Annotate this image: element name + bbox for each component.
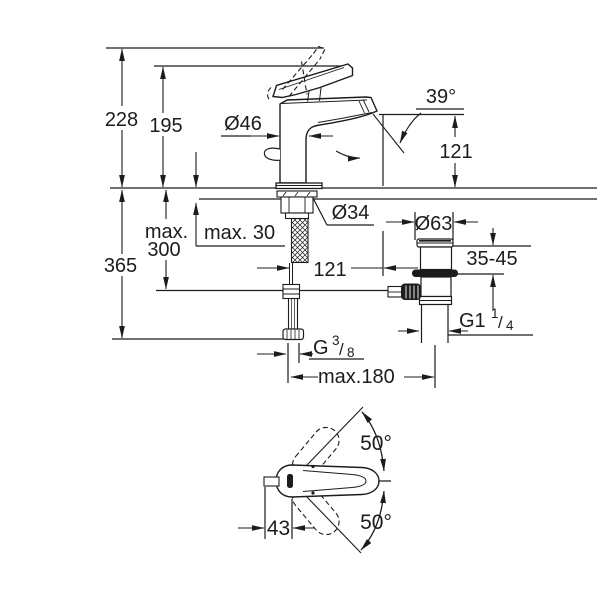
svg-text:8: 8: [347, 345, 355, 360]
svg-text:1: 1: [491, 306, 499, 321]
label-range-35-45: 35-45: [466, 248, 517, 270]
label-angle-39: 39°: [426, 86, 456, 108]
label-swing-up-50: 50°: [360, 432, 392, 455]
dimension-labels: 228 195 365 max. 300 max. 30 Ø46 Ø34 Ø63…: [104, 86, 518, 540]
label-spout-reach-121: 121: [313, 259, 346, 281]
handle-raised-dashed: [267, 45, 326, 101]
svg-text:G: G: [313, 337, 329, 359]
label-rod-max-line2: 300: [147, 239, 180, 261]
label-offset-43: 43: [267, 517, 290, 540]
faucet-front-view: [263, 45, 378, 341]
label-max-180: max.180: [318, 366, 395, 388]
popup-knob: [263, 147, 281, 161]
svg-text:G1: G1: [459, 310, 486, 332]
faucet-handle: [272, 63, 354, 99]
label-dia-46: Ø46: [224, 113, 262, 135]
label-backgrounds: [102, 106, 475, 276]
svg-text:4: 4: [506, 318, 514, 333]
label-height-195: 195: [149, 115, 182, 137]
dimension-lines: [119, 48, 496, 554]
label-thread-g38: G 3 / 8: [313, 333, 355, 360]
svg-text:3: 3: [332, 333, 340, 348]
svg-text:/: /: [339, 340, 344, 359]
label-height-228: 228: [105, 109, 138, 131]
handle-top-view: [263, 426, 380, 536]
label-spout-height-121: 121: [439, 141, 472, 163]
label-counter-max30: max. 30: [204, 222, 275, 244]
label-swing-down-50: 50°: [360, 511, 392, 534]
label-dia-34: Ø34: [332, 202, 370, 224]
label-dia-63: Ø63: [415, 213, 453, 235]
reference-lines: [106, 47, 597, 539]
label-depth-365: 365: [104, 255, 137, 277]
label-rod-max-line1: max.: [145, 221, 188, 243]
drain-flange: [412, 269, 458, 277]
lever-outline: [275, 464, 380, 498]
hose-connector-nut: [282, 328, 305, 341]
svg-text:/: /: [498, 313, 503, 332]
label-thread-g1-14: G1 1 / 4: [459, 306, 514, 333]
drain-assembly: [387, 238, 458, 343]
faucet-body: [279, 96, 378, 184]
